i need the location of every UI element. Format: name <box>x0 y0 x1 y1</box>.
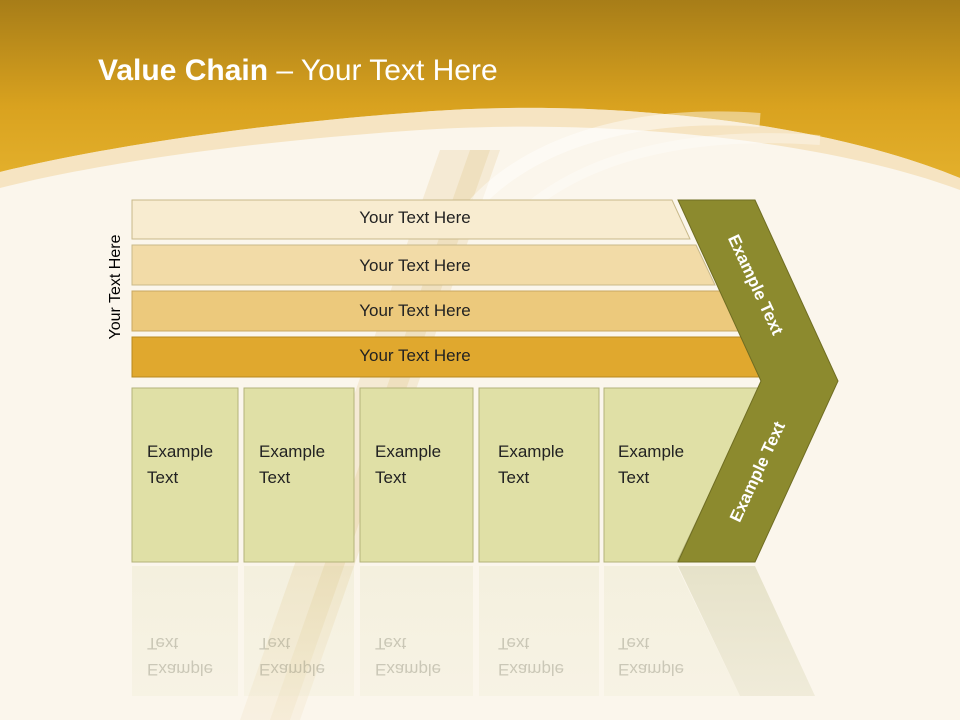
title-bold: Value Chain <box>98 54 269 87</box>
bar-2-label: Your Text Here <box>359 256 471 275</box>
reflection-text-5: Example Text <box>618 634 685 679</box>
column-2-label: Example Text <box>259 442 326 487</box>
bar-4-label: Your Text Here <box>359 346 471 365</box>
chevron-arrow[interactable] <box>677 199 839 563</box>
column-4-label: Example Text <box>498 442 565 487</box>
column-3-label: Example Text <box>375 442 442 487</box>
column-5-label: Example Text <box>618 442 685 487</box>
reflection-text-1: Example Text <box>147 634 214 679</box>
reflection-text-3: Example Text <box>375 634 442 679</box>
header-band <box>0 0 960 178</box>
column-5[interactable] <box>603 387 761 563</box>
reflection-text-4: Example Text <box>498 634 565 679</box>
column-4[interactable] <box>478 387 600 563</box>
column-2[interactable] <box>243 387 355 563</box>
page-title: Value Chain – Your Text Here <box>98 54 498 88</box>
column-1-label: Example Text <box>147 442 214 487</box>
bar-3-label: Your Text Here <box>359 301 471 320</box>
column-1[interactable] <box>131 387 239 563</box>
bar-1-label: Your Text Here <box>359 208 471 227</box>
reflection-text-2: Example Text <box>259 634 326 679</box>
column-3[interactable] <box>359 387 474 563</box>
bar-1[interactable] <box>131 199 691 240</box>
bar-2[interactable] <box>131 244 716 286</box>
title-rest: – Your Text Here <box>268 54 498 87</box>
